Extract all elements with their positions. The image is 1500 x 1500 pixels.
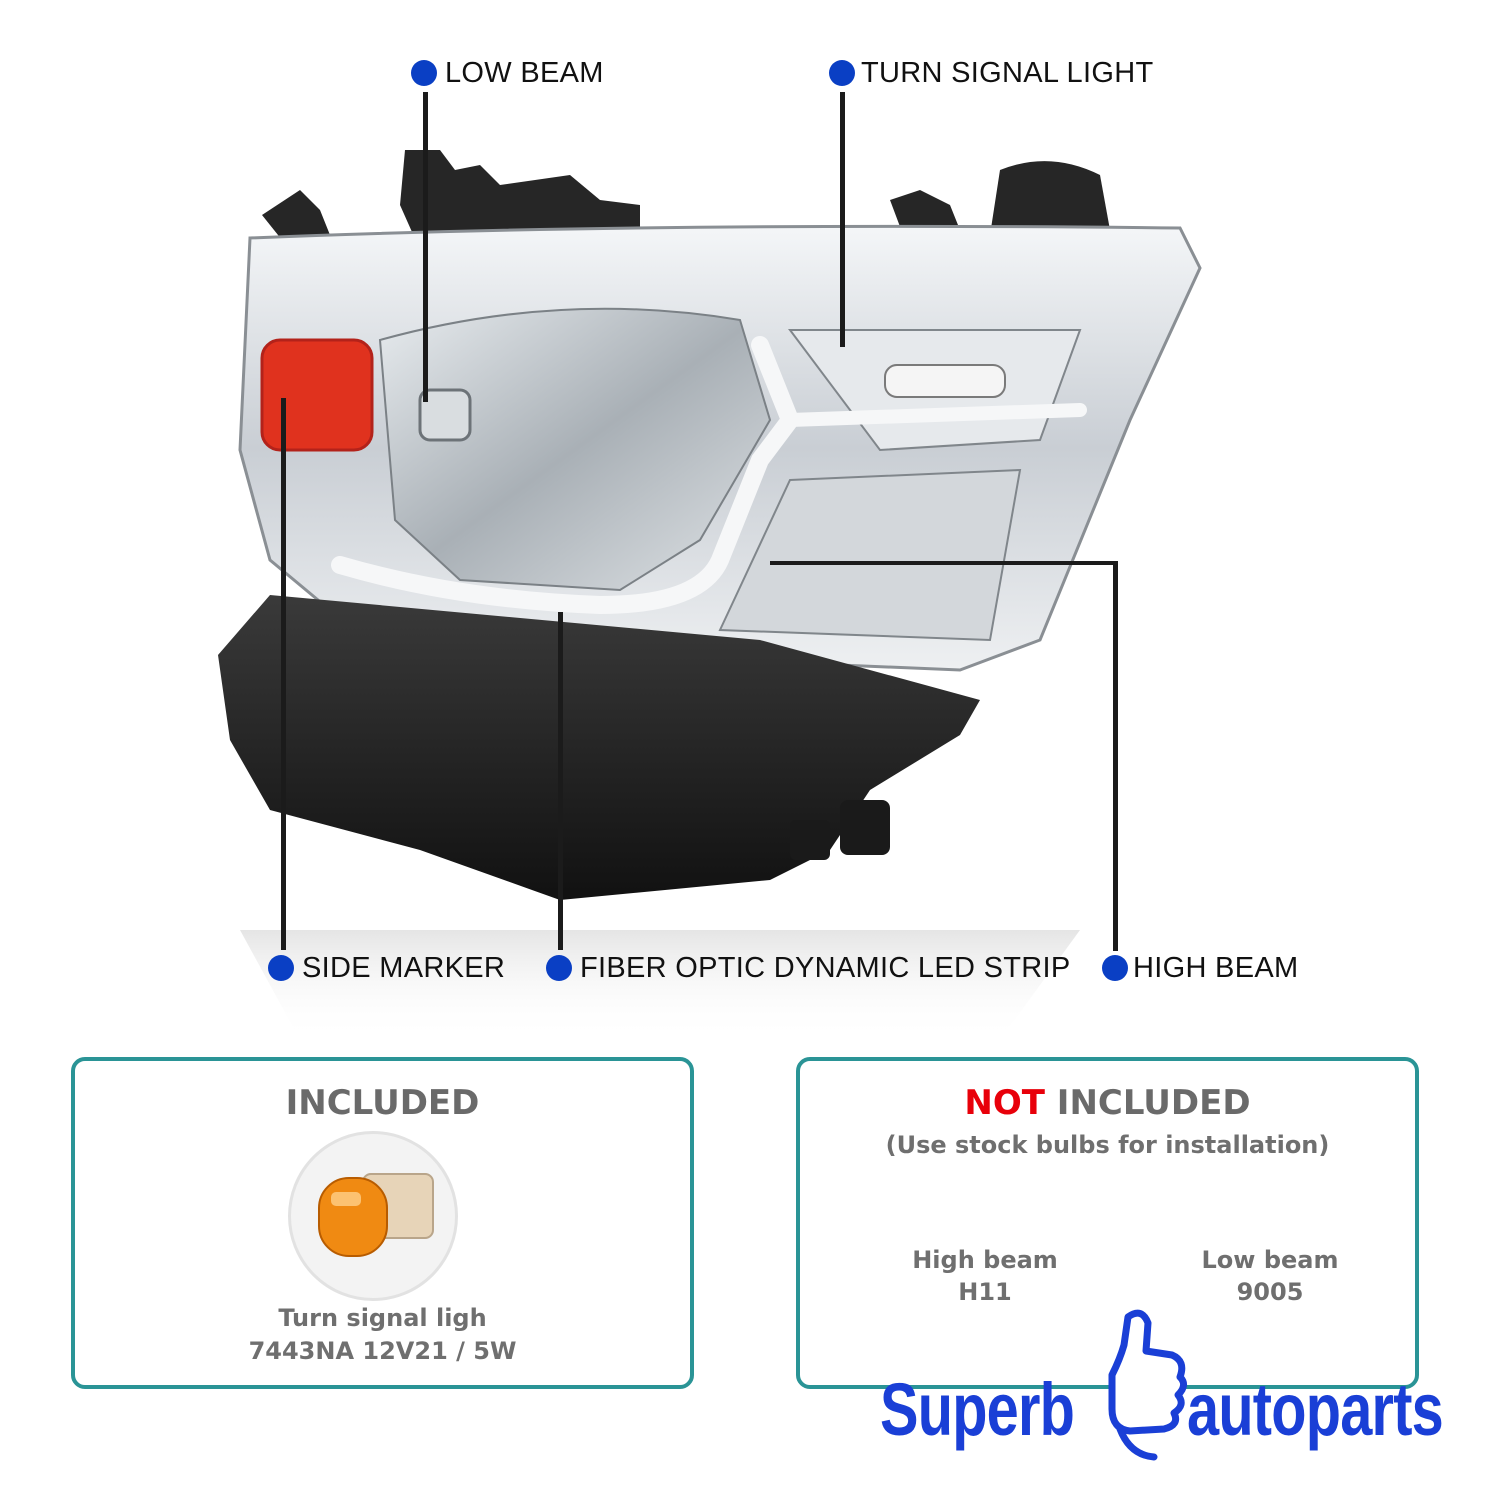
item-code: H11 bbox=[958, 1278, 1012, 1306]
callout-fiber-optic-label: FIBER OPTIC DYNAMIC LED STRIP bbox=[580, 951, 1071, 984]
callout-side-marker: SIDE MARKER bbox=[268, 948, 505, 988]
item-name: High beam bbox=[912, 1246, 1058, 1274]
side-marker-leader-line bbox=[281, 398, 286, 950]
callout-fiber-optic: FIBER OPTIC DYNAMIC LED STRIP bbox=[546, 948, 1071, 988]
turn-signal-leader-line bbox=[840, 92, 845, 347]
bullet-icon bbox=[829, 60, 855, 86]
bulb-image-circle bbox=[288, 1131, 458, 1301]
callout-high-beam-label: HIGH BEAM bbox=[1133, 951, 1299, 984]
callout-high-beam: HIGH BEAM bbox=[1102, 948, 1298, 988]
callout-side-marker-label: SIDE MARKER bbox=[302, 951, 506, 984]
included-bulb-name: Turn signal ligh bbox=[278, 1304, 487, 1332]
superb-autoparts-logo: Superb autoparts bbox=[872, 1305, 1472, 1480]
fiber-optic-leader-line bbox=[558, 612, 563, 950]
not-included-box: NOT INCLUDED (Use stock bulbs for instal… bbox=[796, 1057, 1419, 1389]
low-beam-projector bbox=[418, 388, 472, 442]
side-marker-lens bbox=[260, 338, 374, 452]
included-box: INCLUDED Turn signal ligh 7443NA 12V21 /… bbox=[71, 1057, 694, 1389]
bullet-icon bbox=[268, 955, 294, 981]
lower-bumper bbox=[218, 595, 980, 900]
fiber-optic-strip bbox=[331, 336, 801, 615]
not-included-title-highlight: NOT bbox=[964, 1083, 1045, 1123]
callout-low-beam: LOW BEAM bbox=[411, 53, 604, 93]
high-beam-leader-line-v bbox=[1113, 561, 1118, 951]
low-beam-reflector bbox=[378, 307, 772, 592]
floor-reflection bbox=[240, 930, 1080, 1040]
not-included-subtitle: (Use stock bulbs for installation) bbox=[885, 1131, 1330, 1159]
logo-left-word: Superb bbox=[880, 1368, 1075, 1451]
high-beam-chamber bbox=[718, 468, 1022, 642]
item-code: 9005 bbox=[1236, 1278, 1304, 1306]
bullet-icon bbox=[546, 955, 572, 981]
not-included-item-low-beam: Low beam 9005 bbox=[1175, 1246, 1365, 1306]
callout-turn-signal: TURN SIGNAL LIGHT bbox=[829, 53, 1153, 93]
included-title: INCLUDED bbox=[285, 1083, 480, 1123]
low-beam-leader-line bbox=[423, 92, 428, 402]
item-name: Low beam bbox=[1201, 1246, 1339, 1274]
bullet-icon bbox=[1102, 955, 1128, 981]
bullet-icon bbox=[411, 60, 437, 86]
callout-turn-signal-label: TURN SIGNAL LIGHT bbox=[861, 56, 1154, 89]
high-beam-leader-line-h bbox=[770, 561, 1117, 565]
thumbs-up-icon bbox=[1108, 1309, 1187, 1461]
not-included-item-high-beam: High beam H11 bbox=[890, 1246, 1080, 1306]
not-included-title-rest: INCLUDED bbox=[1056, 1083, 1251, 1123]
not-included-title: NOT INCLUDED bbox=[800, 1083, 1415, 1123]
amber-bulb-icon bbox=[318, 1173, 434, 1257]
callout-low-beam-label: LOW BEAM bbox=[445, 56, 604, 89]
logo-right-word: autoparts bbox=[1187, 1368, 1444, 1451]
included-bulb-spec: 7443NA 12V21 / 5W bbox=[248, 1337, 517, 1365]
headlamp-product-image bbox=[218, 150, 1202, 1040]
